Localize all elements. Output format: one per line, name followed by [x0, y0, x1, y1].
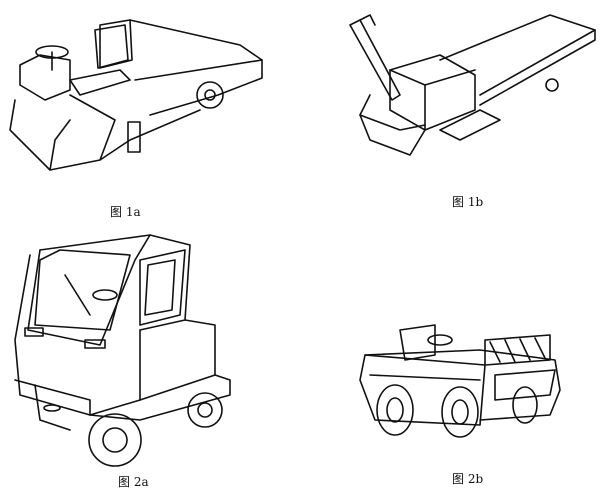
caption-figure-1a: 图 1a [110, 205, 141, 219]
caption-figure-2a: 图 2a [118, 475, 149, 489]
figure-1a-tractor-drawing [9, 19, 263, 171]
figure-2b-baggage-tractor-drawing [359, 324, 561, 438]
figure-1b-platform-truck-drawing [349, 14, 596, 156]
caption-figure-2b: 图 2b [452, 472, 484, 486]
figure-2a-cab-tractor-drawing [14, 234, 231, 467]
caption-figure-1b: 图 1b [452, 195, 484, 209]
